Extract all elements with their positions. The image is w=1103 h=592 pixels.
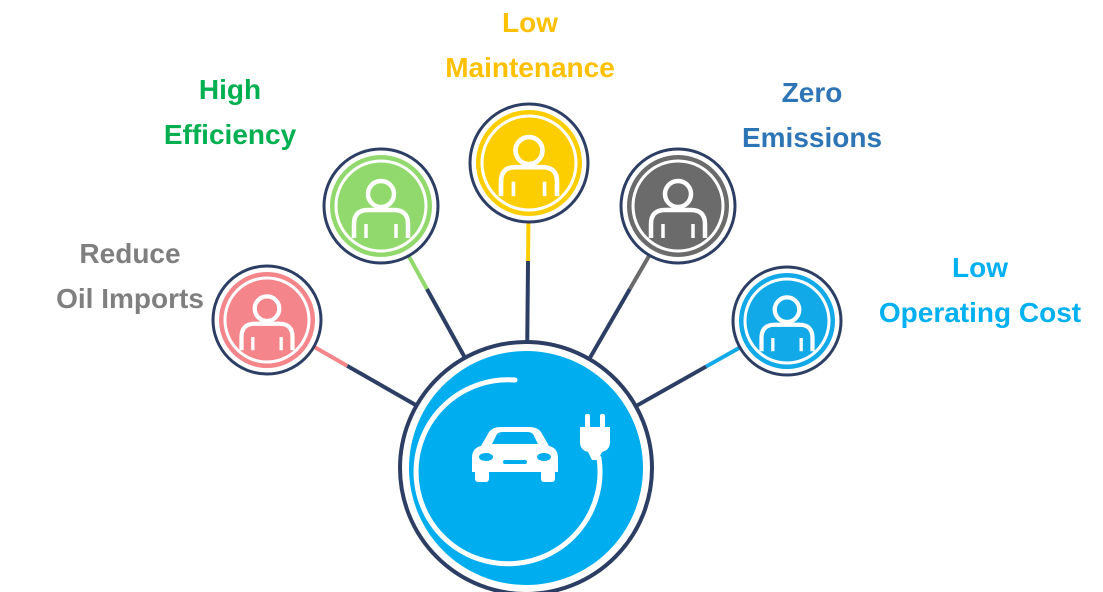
- plug-icon: [580, 414, 610, 460]
- benefit-inner-ring: [631, 159, 725, 253]
- plug-body: [580, 427, 610, 460]
- connector-colored-0: [312, 344, 349, 368]
- person-head: [662, 178, 694, 210]
- benefit-label-line: Emissions: [741, 122, 883, 153]
- car-headlight-left: [479, 453, 493, 461]
- cable-arc: [413, 377, 603, 567]
- person-head: [772, 295, 802, 325]
- benefit-inner-ring: [480, 114, 578, 212]
- car-icon: [472, 427, 558, 482]
- connector-line-4: [631, 364, 708, 410]
- benefit-label-line: Reduce: [79, 238, 181, 269]
- benefit-label-line: Low: [952, 252, 1008, 283]
- benefit-inner-ring: [334, 159, 428, 253]
- person-body: [498, 164, 560, 197]
- person-body: [239, 321, 295, 351]
- benefit-label-line: Operating Cost: [878, 297, 1082, 328]
- plug-prong-right: [600, 414, 605, 428]
- benefit-inner-ring: [743, 277, 831, 365]
- car-wheel-left: [475, 470, 489, 482]
- person-head: [513, 134, 545, 167]
- person-body: [759, 322, 815, 352]
- person-icon: [648, 178, 708, 238]
- connector-line-0: [346, 364, 422, 410]
- person-body: [351, 207, 411, 238]
- benefit-label-line: Oil Imports: [56, 283, 204, 314]
- person-icon: [351, 178, 411, 238]
- connector-colored-1: [406, 254, 429, 290]
- benefit-label-line: High: [198, 74, 262, 105]
- benefit-label-line: Low: [502, 7, 558, 38]
- hub-node: [398, 340, 654, 592]
- person-icon: [498, 134, 560, 197]
- connector-colored-4: [705, 345, 742, 369]
- connector-line-3: [585, 288, 632, 364]
- car-headlight-right: [537, 453, 551, 461]
- car-wheel-right: [541, 470, 555, 482]
- car-windshield: [492, 432, 538, 444]
- car-body: [472, 427, 558, 472]
- person-head: [365, 178, 397, 210]
- connector-line-2: [525, 260, 531, 347]
- person-body: [648, 207, 708, 238]
- person-icon: [239, 294, 295, 351]
- connector-colored-3: [628, 253, 652, 291]
- benefit-label-line: Zero: [781, 77, 843, 108]
- benefit-label-line: Efficiency: [163, 119, 297, 150]
- benefit-inner-ring: [223, 276, 311, 364]
- plug-prong-left: [585, 414, 590, 428]
- car-grille: [503, 460, 527, 464]
- person-icon: [759, 295, 815, 352]
- person-head: [252, 294, 282, 324]
- benefit-label-line: Maintenance: [445, 52, 615, 83]
- connector-line-1: [425, 288, 469, 363]
